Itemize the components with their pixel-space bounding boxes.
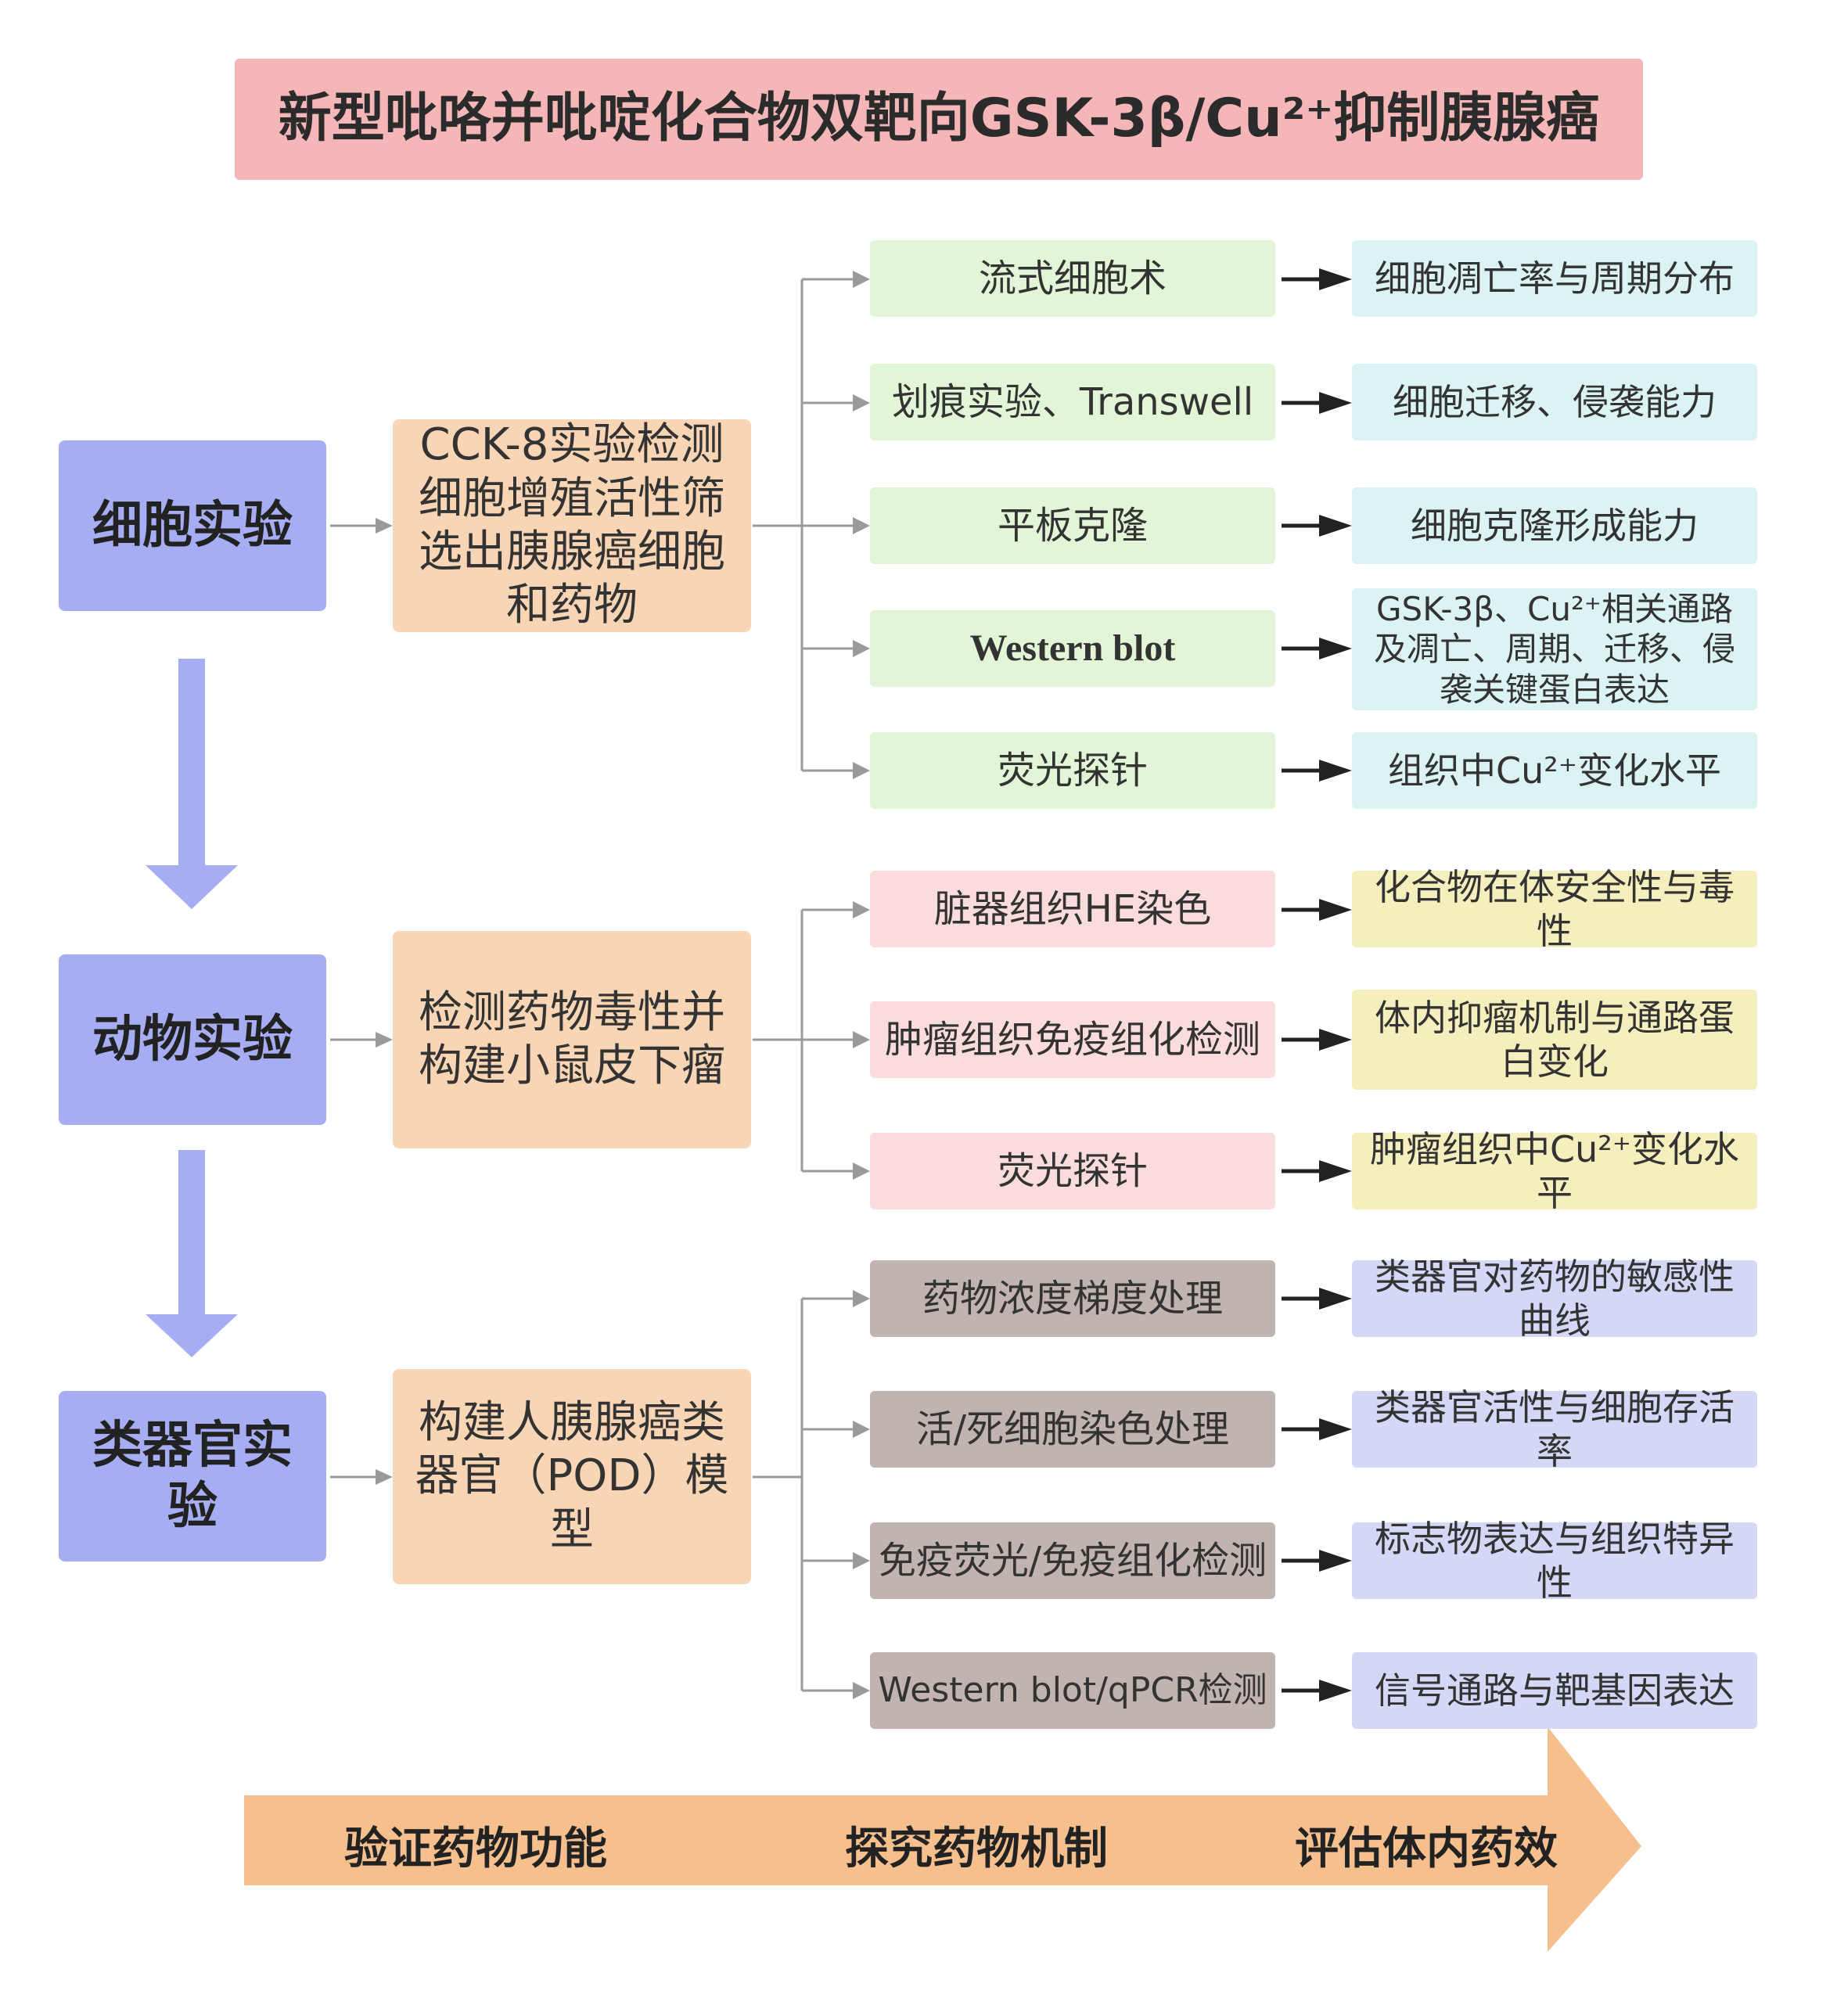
tech-box: 平板克隆 [870,487,1275,564]
method-animal: 检测药物毒性并构建小鼠皮下瘤 [393,931,751,1148]
result-box: GSK-3β、Cu²⁺相关通路及凋亡、周期、迁移、侵袭关键蛋白表达 [1352,588,1757,710]
tech-label: 划痕实验、Transwell [891,379,1254,424]
result-label: 细胞凋亡率与周期分布 [1375,257,1735,300]
result-box: 细胞凋亡率与周期分布 [1352,240,1757,317]
result-box: 肿瘤组织中Cu²⁺变化水平 [1352,1128,1757,1214]
stage-down-arrow-2 [146,1150,238,1357]
tech-box: 荧光探针 [870,732,1275,809]
result-label: 化合物在体安全性与毒性 [1375,865,1735,952]
progress-arrow [244,1727,1641,1952]
tech-box: 荧光探针 [870,1133,1275,1209]
tech-box: Western blot [870,610,1275,687]
tech-label: 药物浓度梯度处理 [922,1276,1223,1321]
tech-label: 免疫荧光/免疫组化检测 [878,1538,1267,1583]
result-label: 类器官对药物的敏感性曲线 [1375,1255,1735,1342]
method-organoid: 构建人胰腺癌类器官（POD）模型 [393,1369,751,1584]
method-cell-text: CCK-8实验检测细胞增殖活性筛选出胰腺癌细胞和药物 [419,419,725,631]
tech-box: 划痕实验、Transwell [870,364,1275,440]
page-title: 新型吡咯并吡啶化合物双靶向GSK-3β/Cu²⁺抑制胰腺癌 [235,59,1643,180]
tech-box: 脏器组织HE染色 [870,871,1275,947]
stage-down-arrow-1 [146,659,238,909]
result-label: GSK-3β、Cu²⁺相关通路及凋亡、周期、迁移、侵袭关键蛋白表达 [1373,590,1735,709]
tech-box: 免疫荧光/免疫组化检测 [870,1522,1275,1599]
result-label: 细胞迁移、侵袭能力 [1393,380,1717,423]
method-cell: CCK-8实验检测细胞增殖活性筛选出胰腺癌细胞和药物 [393,419,751,632]
result-label: 细胞克隆形成能力 [1411,504,1699,547]
stage-cell: 细胞实验 [59,440,326,611]
result-box: 标志物表达与组织特异性 [1352,1518,1757,1604]
tech-box: 活/死细胞染色处理 [870,1391,1275,1468]
result-box: 细胞迁移、侵袭能力 [1352,364,1757,440]
tech-label: Western blot/qPCR检测 [878,1670,1267,1711]
result-box: 类器官对药物的敏感性曲线 [1352,1256,1757,1342]
result-label: 信号通路与靶基因表达 [1375,1669,1735,1712]
result-label: 肿瘤组织中Cu²⁺变化水平 [1370,1127,1739,1214]
result-label: 类器官活性与细胞存活率 [1375,1385,1735,1472]
result-box: 类器官活性与细胞存活率 [1352,1386,1757,1472]
tech-box: 流式细胞术 [870,240,1275,317]
result-box: 组织中Cu²⁺变化水平 [1352,732,1757,809]
tech-label: 流式细胞术 [978,256,1167,300]
tech-label: 活/死细胞染色处理 [915,1407,1230,1451]
result-label: 组织中Cu²⁺变化水平 [1388,749,1721,792]
tech-label: 肿瘤组织免疫组化检测 [884,1017,1260,1062]
tech-label: 脏器组织HE染色 [933,886,1212,931]
tech-box: Western blot/qPCR检测 [870,1652,1275,1729]
result-box: 化合物在体安全性与毒性 [1352,866,1757,952]
tech-label: 荧光探针 [997,748,1148,792]
result-box: 信号通路与靶基因表达 [1352,1652,1757,1729]
stage-organoid: 类器官实验 [59,1391,326,1561]
tech-box: 药物浓度梯度处理 [870,1260,1275,1337]
result-box: 体内抑瘤机制与通路蛋白变化 [1352,990,1757,1090]
stage-cell-label: 细胞实验 [92,496,293,555]
tech-label: Western blot [969,627,1176,669]
stage-organoid-label: 类器官实验 [92,1416,293,1536]
tech-label: 平板克隆 [997,503,1148,548]
method-animal-text: 检测药物毒性并构建小鼠皮下瘤 [419,986,725,1091]
bottom-label-2: 探究药物机制 [845,1824,1108,1874]
stage-animal: 动物实验 [59,954,326,1125]
result-box: 细胞克隆形成能力 [1352,487,1757,564]
result-label: 体内抑瘤机制与通路蛋白变化 [1375,996,1735,1083]
stage-animal-label: 动物实验 [92,1010,293,1069]
result-label: 标志物表达与组织特异性 [1375,1517,1735,1604]
bottom-label-3: 评估体内药效 [1295,1824,1558,1874]
bottom-label-1: 验证药物功能 [344,1824,607,1874]
tech-label: 荧光探针 [997,1148,1148,1193]
tech-box: 肿瘤组织免疫组化检测 [870,1001,1275,1078]
method-organoid-text: 构建人胰腺癌类器官（POD）模型 [415,1397,729,1555]
